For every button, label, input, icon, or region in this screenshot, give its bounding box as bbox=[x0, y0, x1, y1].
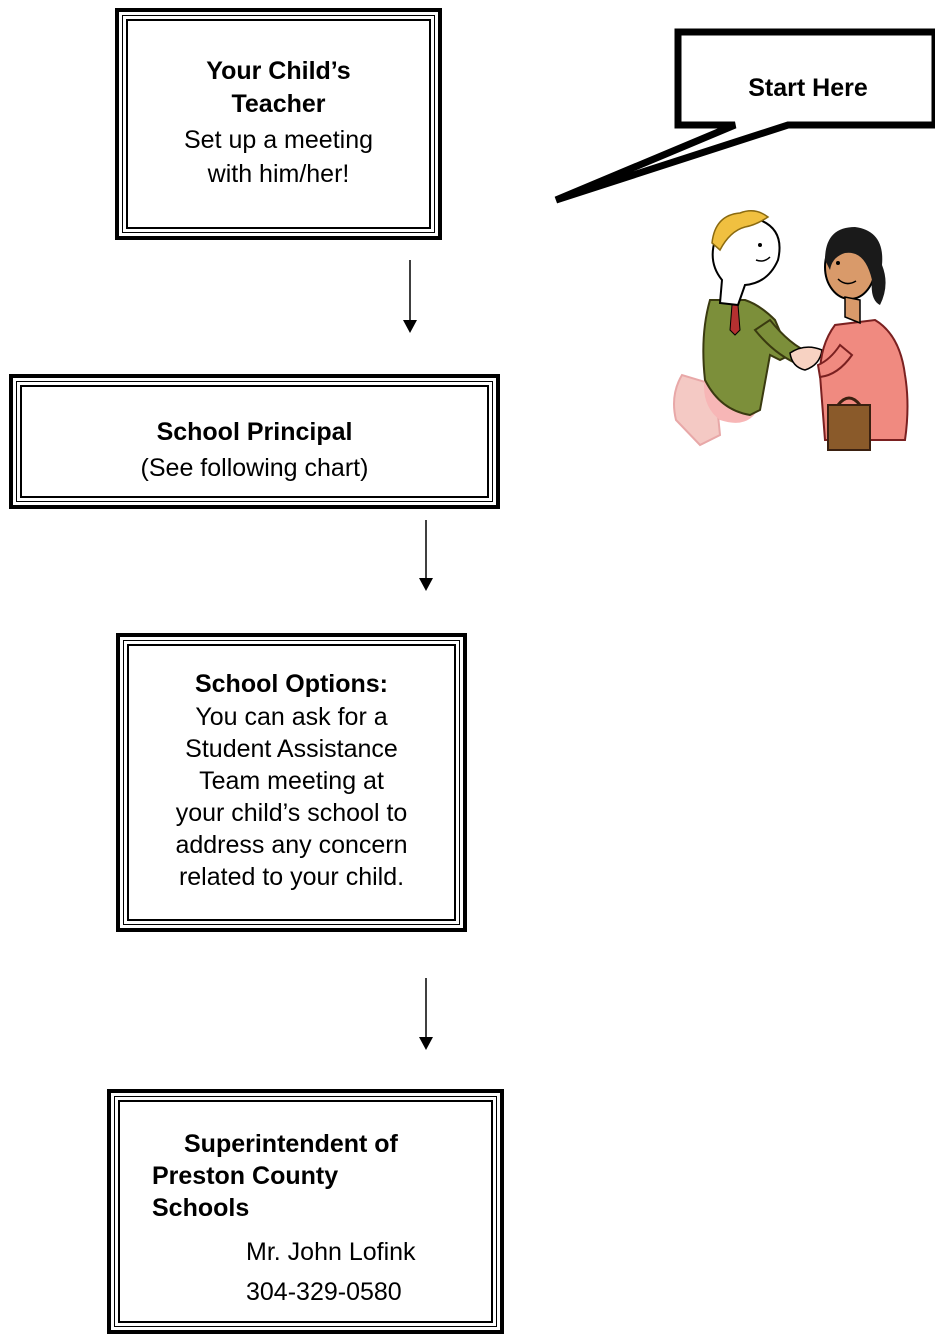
arrow-options-to-superintendent bbox=[419, 978, 433, 1050]
school-options-box: School Options: You can ask for a Studen… bbox=[116, 633, 467, 932]
options-line: Team meeting at bbox=[199, 767, 384, 795]
options-title: School Options: bbox=[194, 670, 389, 698]
teacher-text-line1: Set up a meeting bbox=[183, 126, 373, 154]
options-line: Student Assistance bbox=[185, 735, 398, 763]
superintendent-title-line2: Preston County bbox=[152, 1162, 339, 1190]
superintendent-title-line1: Superintendent of bbox=[184, 1130, 398, 1158]
options-line: your child’s school to bbox=[175, 799, 408, 827]
teacher-text-line2: with him/her! bbox=[207, 160, 350, 188]
teacher-box: Your Child’s Teacher Set up a meeting wi… bbox=[115, 8, 442, 240]
superintendent-phone: 304-329-0580 bbox=[246, 1278, 402, 1306]
superintendent-box: Superintendent of Preston County Schools… bbox=[107, 1089, 504, 1334]
options-line: address any concern bbox=[175, 831, 408, 859]
principal-box: School Principal (See following chart) bbox=[9, 374, 500, 509]
start-here-callout bbox=[554, 28, 935, 204]
arrow-teacher-to-principal bbox=[403, 260, 417, 333]
arrow-principal-to-options bbox=[419, 520, 433, 591]
options-line: You can ask for a bbox=[195, 703, 388, 731]
teacher-title-line1: Your Child’s bbox=[206, 57, 351, 85]
superintendent-name: Mr. John Lofink bbox=[246, 1238, 416, 1266]
callout-bubble-shape bbox=[554, 28, 935, 204]
handshake-illustration-icon bbox=[673, 210, 909, 451]
start-here-label: Start Here bbox=[748, 74, 868, 102]
options-line: related to your child. bbox=[178, 863, 405, 891]
principal-text: (See following chart) bbox=[140, 454, 369, 482]
teacher-title-line2: Teacher bbox=[231, 90, 326, 118]
principal-title: School Principal bbox=[156, 418, 353, 446]
superintendent-title-line3: Schools bbox=[152, 1194, 250, 1222]
